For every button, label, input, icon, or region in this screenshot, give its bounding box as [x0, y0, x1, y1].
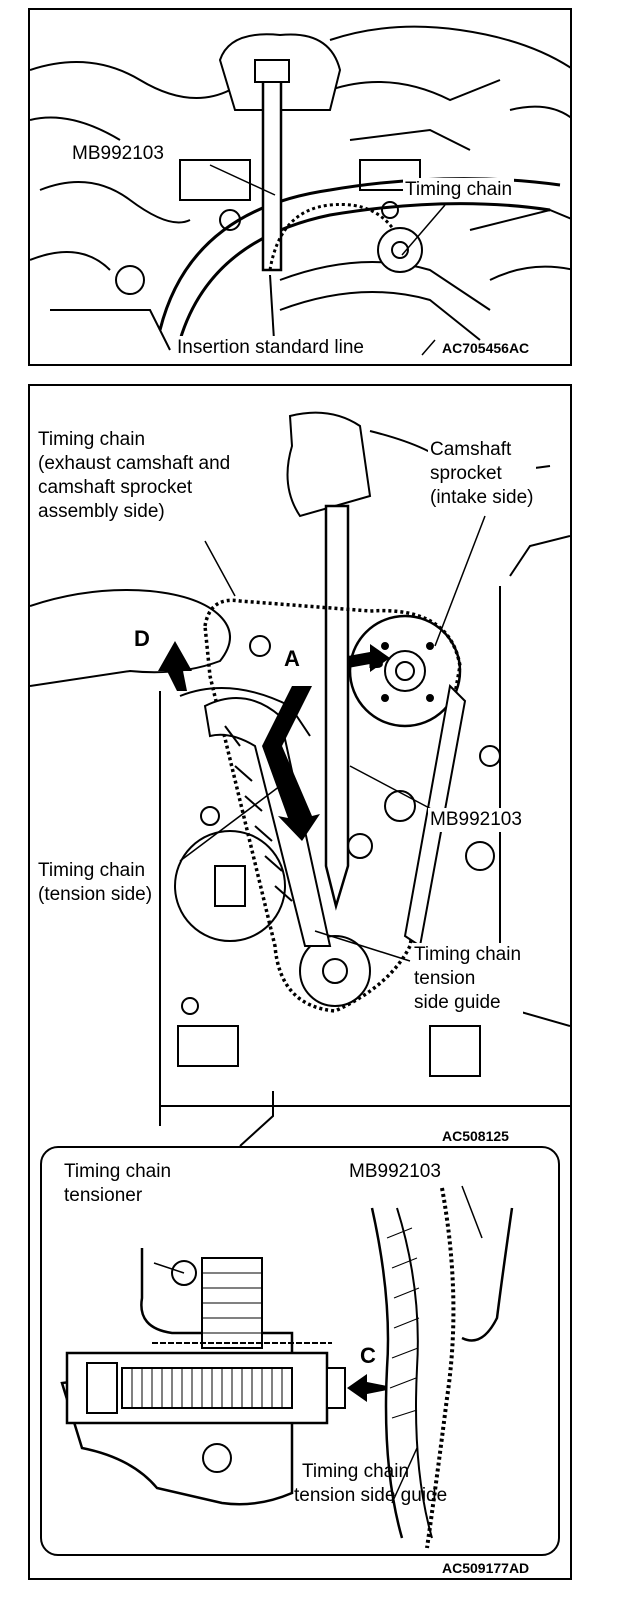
engine-tool-insertion-drawing: [30, 25, 570, 356]
mb992103-label-3: MB992103: [347, 1160, 443, 1184]
timing-chain-engine-drawing: [30, 411, 570, 1147]
arrow-label-b: B: [368, 648, 384, 673]
arrow-label-a: A: [284, 646, 300, 671]
arrow-label-d: D: [134, 626, 150, 651]
tensioner-detail-drawing: [60, 1185, 514, 1549]
insertion-standard-line-label: Insertion standard line: [175, 336, 366, 360]
timing-chain-tension-side-guide-label: Timing chain tension side guide: [294, 1461, 448, 1506]
timing-chain-label: Timing chain: [403, 178, 515, 202]
mb992103-label-2: MB992103: [428, 808, 524, 832]
timing-chain-tensioner-label: Timing chain tensioner: [62, 1160, 174, 1208]
figure-2-panel: Timing chain (exhaust camshaft and camsh…: [28, 384, 572, 1580]
arrow-label-c: C: [360, 1343, 376, 1368]
figure-1-code: AC705456AC: [442, 340, 530, 356]
arrow-c: [347, 1374, 387, 1402]
camshaft-sprocket-label: Camshaft sprocket (intake side): [428, 438, 536, 510]
figure-3-code: AC509177AD: [442, 1560, 530, 1576]
figure-1-panel: MB992103 Timing chain Insertion standard…: [28, 8, 572, 366]
timing-chain-exhaust-label: Timing chain (exhaust camshaft and camsh…: [36, 428, 233, 524]
tension-side-guide-label: Timing chain tension side guide: [412, 943, 524, 1015]
arrow-b: [348, 644, 390, 672]
arrow-a: [262, 686, 320, 841]
figure-3-inset-panel: Timing chain tensioner MB992103 Timing c…: [40, 1146, 560, 1556]
timing-chain-tension-side-label: Timing chain (tension side): [36, 859, 155, 907]
mb992103-label: MB992103: [70, 142, 166, 166]
figure-2-code: AC508125: [442, 1128, 509, 1144]
arrow-d: [158, 641, 192, 691]
